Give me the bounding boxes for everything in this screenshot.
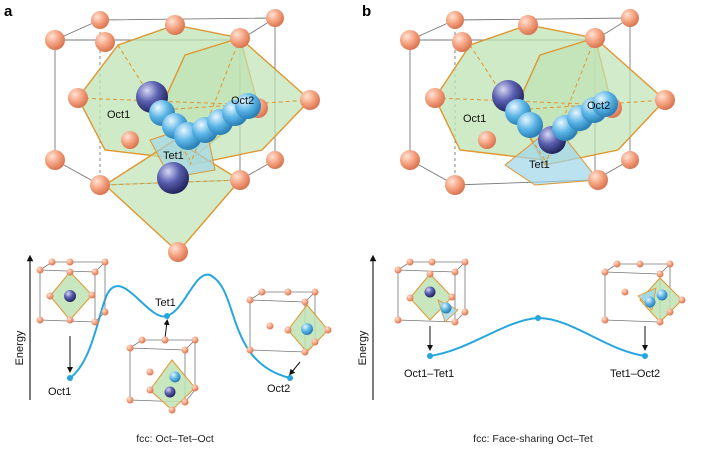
- panel-b-energy-diagram: Energy Oct1–Tet1 Tet1–Oct2: [357, 254, 686, 445]
- panel-a-lattice-atoms: [45, 9, 320, 262]
- panel-b-ion-path: [492, 80, 618, 154]
- panel-b-letter: b: [362, 3, 371, 20]
- panel-a-mini-cube-tet1: [126, 336, 199, 414]
- panel-a-energy-diagram: Energy Oct1 Tet1 Oct2: [14, 254, 332, 445]
- panel-b-point-end: [642, 353, 648, 359]
- panel-a-energy-axis-label: Energy: [14, 330, 26, 365]
- panel-b-label-tet1: Tet1: [529, 159, 550, 171]
- panel-a-energy-curve: [69, 273, 291, 379]
- panel-b-mini-cube-oct1-tet1: [394, 258, 469, 326]
- panel-a-path-label-oct1: Oct1: [48, 386, 71, 398]
- panel-b-crystal-structure: Oct1 Oct2 Tet1: [400, 9, 675, 195]
- panel-a-point-oct1: [67, 375, 73, 381]
- panel-a-point-tet1: [164, 313, 170, 319]
- panel-b-lattice-atoms: [400, 9, 675, 195]
- panel-a-label-oct1: Oct1: [107, 109, 130, 121]
- panel-a-caption: fcc: Oct–Tet–Oct: [136, 433, 214, 445]
- panel-a-label-tet1: Tet1: [163, 150, 184, 162]
- panel-b-caption: fcc: Face-sharing Oct–Tet: [473, 433, 593, 445]
- panel-b-label-oct1: Oct1: [463, 113, 486, 125]
- panel-a-crystal-structure: Oct1 Oct2 Tet1: [45, 9, 320, 262]
- panel-b-mini-cube-tet1-oct2: [601, 260, 686, 326]
- panel-a-mini-cube-oct1: [36, 258, 109, 326]
- panel-a-point-oct2: [287, 375, 293, 381]
- panel-b-label-oct2: Oct2: [587, 100, 610, 112]
- panel-b-point-start: [427, 353, 433, 359]
- panel-a-letter: a: [4, 3, 13, 20]
- panel-b-path-label-end: Tet1–Oct2: [610, 368, 660, 380]
- panel-a-mini-cube-oct2: [246, 288, 332, 356]
- panel-a-ion-path: [136, 81, 261, 194]
- panel-b-point-barrier: [535, 315, 541, 321]
- panel-b-path-label-start: Oct1–Tet1: [404, 368, 454, 380]
- panel-b-energy-curve: [429, 316, 646, 357]
- panel-a-site-oct2: [235, 93, 261, 119]
- panel-b-site-oct2: [592, 91, 618, 117]
- panel-a-path-label-tet1: Tet1: [155, 297, 176, 309]
- panel-b-energy-axis-label: Energy: [357, 330, 369, 365]
- panel-a-label-oct2: Oct2: [231, 95, 254, 107]
- panel-a-site-tet-bottom: [157, 162, 189, 194]
- panel-a-path-label-oct2: Oct2: [267, 383, 290, 395]
